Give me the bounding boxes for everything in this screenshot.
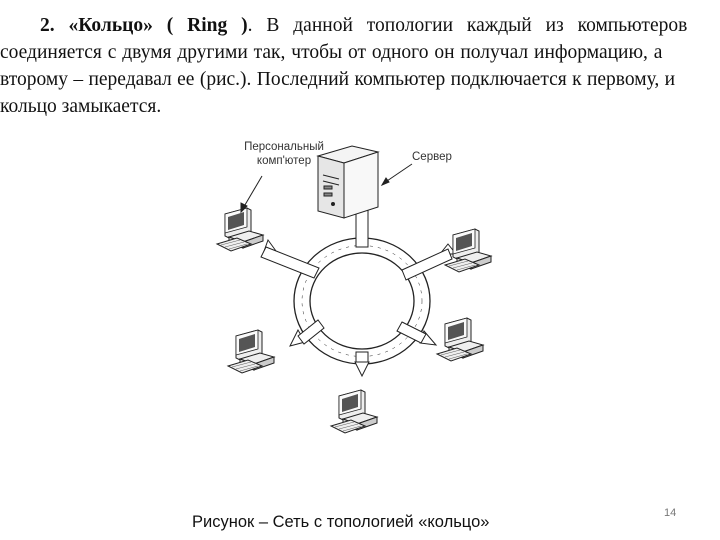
- server-label: Сервер: [412, 151, 452, 163]
- line-1-text: . В данной топологии каждый из компьютер…: [247, 15, 688, 36]
- callout-arrows: [240, 163, 413, 214]
- server-icon: [316, 145, 380, 219]
- figure-caption: Рисунок – Сеть с топологией «кольцо»: [192, 513, 490, 531]
- topology-paragraph: 2. «Кольцо» ( Ring ). В данной топологии…: [0, 12, 720, 120]
- personal-computer-label: Персональный комп'ютер: [229, 140, 339, 168]
- term-ring-en: ( Ring ): [166, 15, 248, 36]
- computer-icon: [216, 207, 264, 252]
- ring-links: [260, 192, 458, 378]
- paragraph-line-3: второму – передавал ее (рис.). Последний…: [0, 69, 676, 90]
- item-number: 2.: [40, 15, 55, 36]
- pc-label-line-1: Персональный: [244, 141, 324, 153]
- computer-icon: [330, 389, 378, 434]
- paragraph-line-4: кольцо замыкается.: [0, 96, 162, 117]
- page-number: 14: [664, 507, 677, 519]
- term-ring: «Кольцо»: [68, 15, 153, 36]
- paragraph-line-1: 2. «Кольцо» ( Ring ). В данной топологии…: [0, 12, 720, 39]
- computer-icon: [436, 317, 484, 362]
- ring-topology-diagram: [216, 145, 492, 434]
- computer-icon: [227, 329, 275, 374]
- pc-label-line-2: комп'ютер: [256, 155, 312, 167]
- paragraph-line-2: соединяется с двумя другими так, чтобы о…: [0, 42, 663, 63]
- ring-icon: [293, 237, 431, 365]
